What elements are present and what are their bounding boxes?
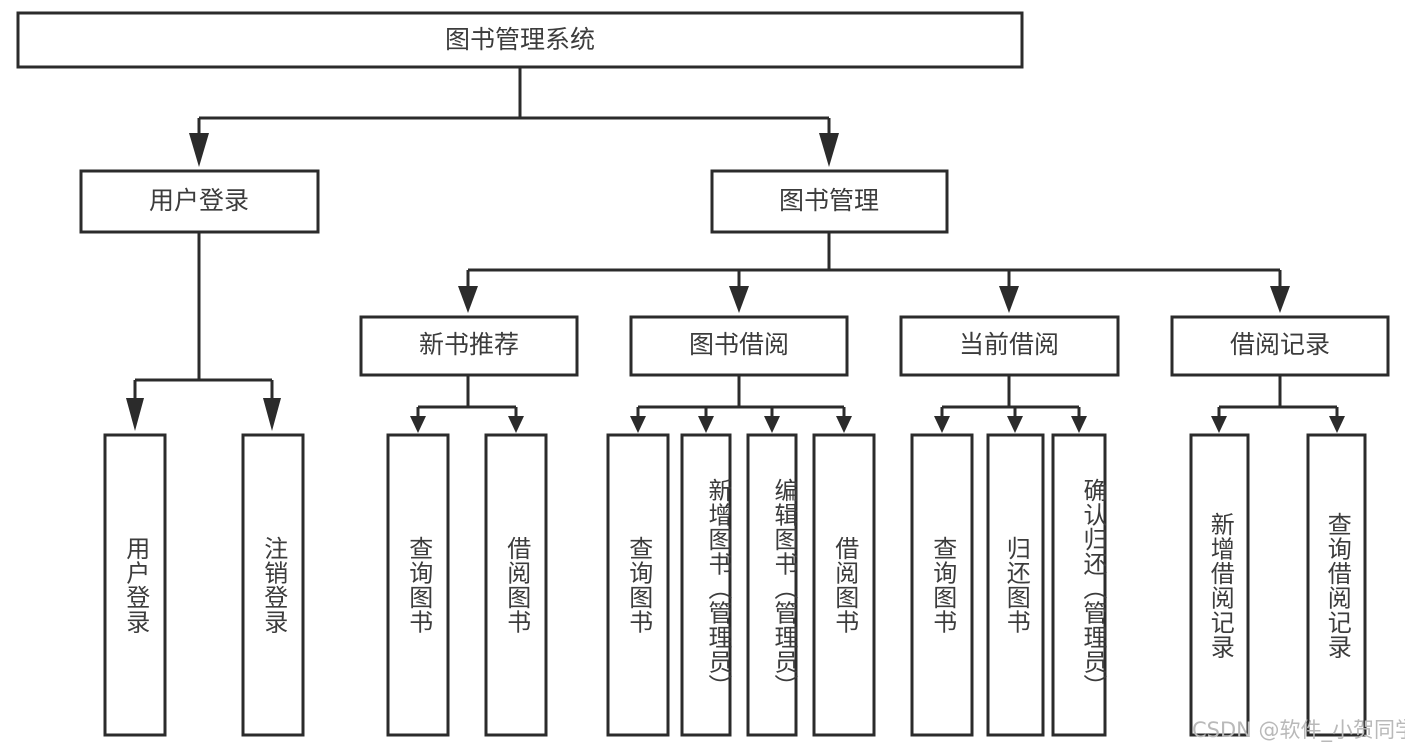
node-box-user-login[interactable]	[79, 169, 320, 234]
node-label-user-login: 用户登录	[149, 186, 249, 215]
connectors-bookborrow-to-leaves	[630, 375, 852, 433]
csdn-watermark: CSDN @软件_小贺同学	[1192, 718, 1405, 742]
arrow-head-to-new-book-rec	[458, 286, 478, 313]
node-user-login[interactable]: 用户登录	[79, 169, 320, 234]
leaf-box-query-book-3[interactable]	[910, 433, 974, 737]
arrow-head-leaf-confirm-return	[1071, 416, 1087, 433]
leaf-box-user-login[interactable]	[103, 433, 167, 737]
node-label-current-borrow: 当前借阅	[959, 330, 1059, 359]
node-book-management[interactable]: 图书管理	[710, 169, 949, 234]
node-label-book-management: 图书管理	[779, 186, 879, 215]
arrow-head-to-book-borrow	[729, 286, 749, 313]
arrow-head-to-borrow-record	[1270, 286, 1290, 313]
node-label-book-borrow: 图书借阅	[689, 330, 789, 359]
node-book-borrow[interactable]: 图书借阅	[629, 315, 849, 377]
connectors-bookmgmt-to-level3	[458, 232, 1290, 313]
arrow-head-leaf-add-record	[1211, 416, 1227, 433]
leaf-box-borrow-book-2[interactable]	[812, 433, 876, 737]
node-label-borrow-record: 借阅记录	[1230, 330, 1330, 359]
arrow-head-leaf-edit-book	[764, 416, 780, 433]
node-box-new-book-recommend[interactable]	[359, 315, 579, 377]
arrow-head-leaf-query-record	[1329, 416, 1345, 433]
arrow-head-leaf-return-book	[1007, 416, 1023, 433]
leaf-box-logout[interactable]	[241, 433, 305, 737]
leaf-box-add-book[interactable]	[680, 433, 732, 737]
arrow-head-leaf-borrow-book-1	[508, 416, 524, 433]
node-box-book-management[interactable]	[710, 169, 949, 234]
leaf-box-query-borrow-record[interactable]	[1306, 433, 1367, 737]
leaf-box-edit-book[interactable]	[746, 433, 798, 737]
leaf-box-add-borrow-record[interactable]	[1189, 433, 1250, 737]
connectors-currentborrow-to-leaves	[934, 375, 1087, 433]
connectors-root-to-level2	[189, 67, 839, 167]
leaf-boxes	[103, 433, 1367, 737]
leaf-box-query-book-1[interactable]	[386, 433, 450, 737]
connectors-borrowrecord-to-leaves	[1211, 375, 1345, 433]
node-box-current-borrow[interactable]	[899, 315, 1120, 377]
arrow-head-to-current-borrow	[999, 286, 1019, 313]
arrow-head-to-user-login	[189, 133, 209, 167]
arrow-head-leaf-query-book-2	[630, 416, 646, 433]
arrow-head-leaf-query-book-1	[410, 416, 426, 433]
node-label-root: 图书管理系统	[445, 25, 595, 54]
arrow-head-leaf-add-book	[698, 416, 714, 433]
node-box-borrow-record[interactable]	[1170, 315, 1390, 377]
arrow-head-leaf-borrow-book-2	[836, 416, 852, 433]
arrow-head-leaf-query-book-3	[934, 416, 950, 433]
node-root[interactable]: 图书管理系统	[16, 11, 1024, 69]
node-current-borrow[interactable]: 当前借阅	[899, 315, 1120, 377]
leaf-box-borrow-book-1[interactable]	[484, 433, 548, 737]
node-box-book-borrow[interactable]	[629, 315, 849, 377]
node-new-book-recommend[interactable]: 新书推荐	[359, 315, 579, 377]
leaf-box-confirm-return[interactable]	[1051, 433, 1107, 737]
connectors-newbook-to-leaves	[410, 375, 524, 433]
node-box-root[interactable]	[16, 11, 1024, 69]
connectors-userlogin-to-leaves	[126, 232, 281, 431]
arrow-head-leaf-logout	[263, 398, 281, 431]
node-borrow-record[interactable]: 借阅记录	[1170, 315, 1390, 377]
node-label-new-book-recommend: 新书推荐	[419, 330, 519, 359]
leaf-box-return-book[interactable]	[986, 433, 1045, 737]
arrow-head-to-book-mgmt	[819, 133, 839, 167]
leaf-box-query-book-2[interactable]	[606, 433, 670, 737]
arrow-head-leaf-user-login	[126, 398, 144, 431]
